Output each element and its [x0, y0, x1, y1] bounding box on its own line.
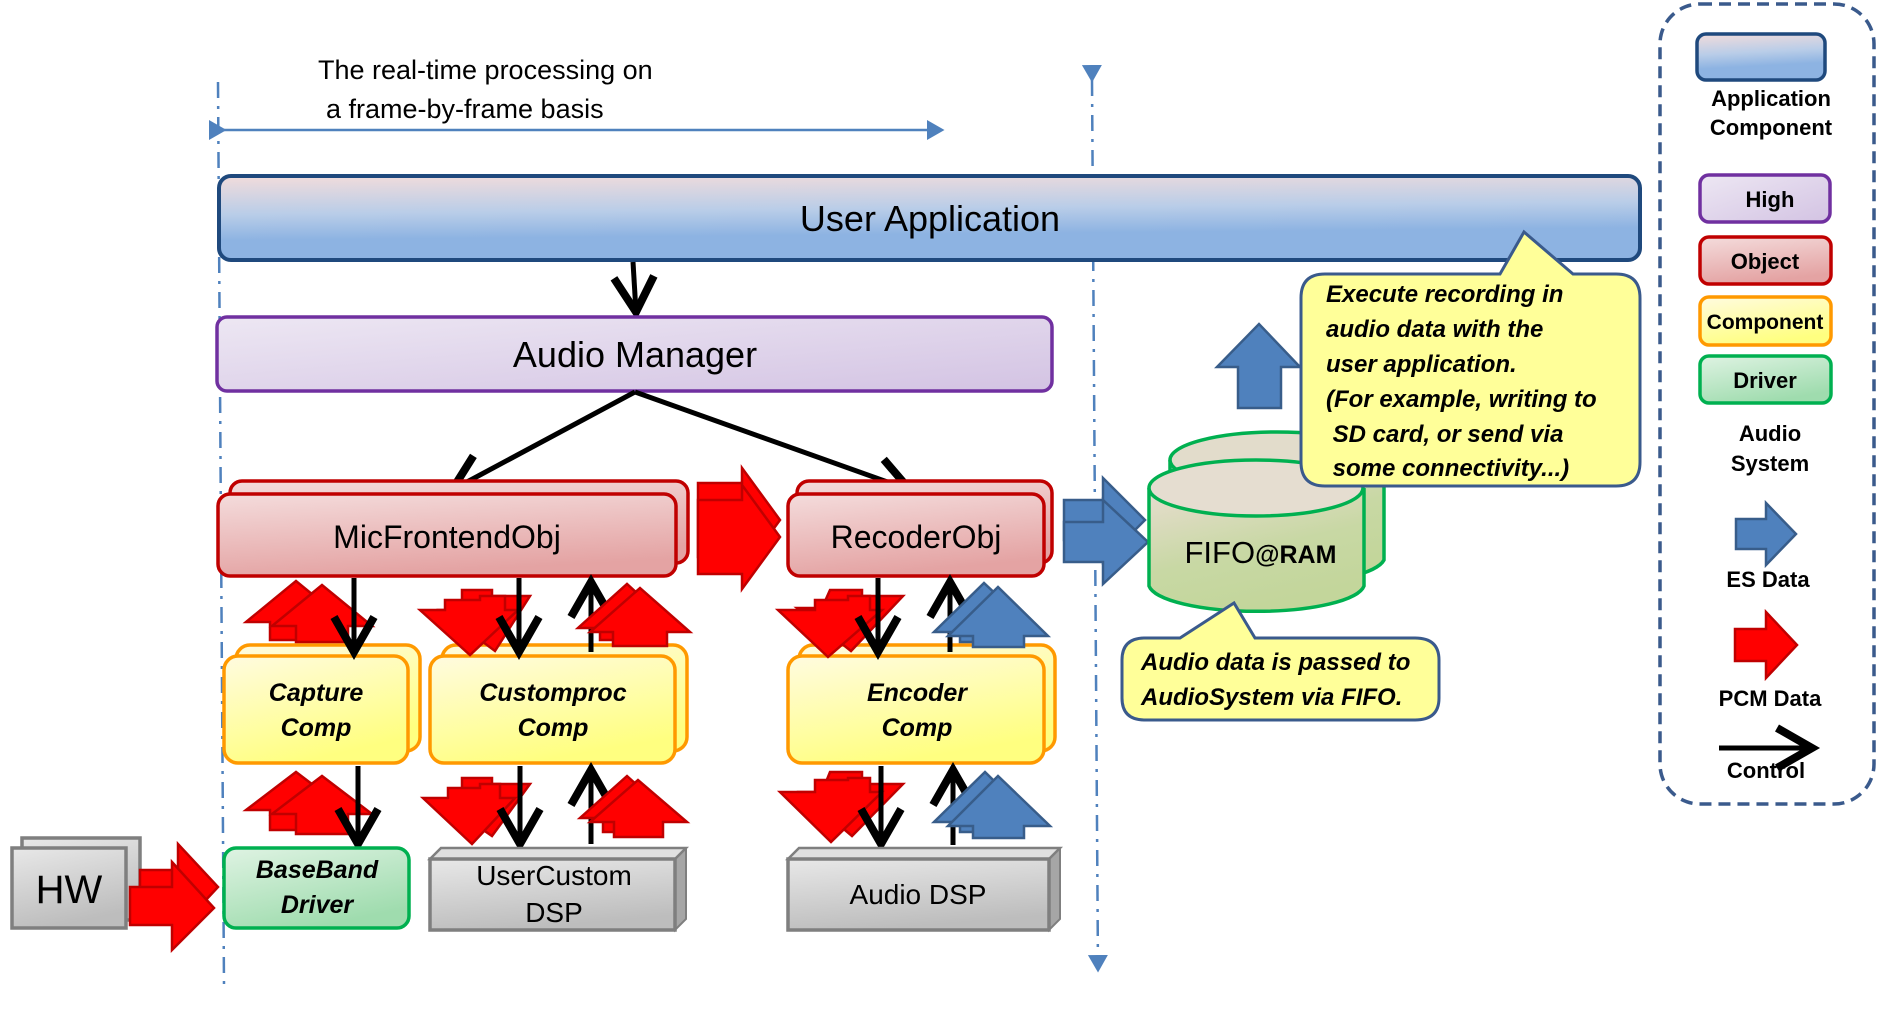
- pcm-data-arrow-customproc-to-dsp: [419, 776, 533, 846]
- audio-dsp-label: Audio DSP: [850, 879, 987, 910]
- pcm-data-arrow-mic-to-recoder: [696, 464, 782, 593]
- pcm-data-arrow-icon: [1733, 608, 1799, 682]
- callout-fifo-line1: Audio data is passed to: [1140, 649, 1410, 676]
- legend-item-es-data: ES Data: [1726, 499, 1810, 592]
- user-application-block[interactable]: User Application: [217, 174, 1642, 262]
- encoder-comp-label-line1: Encoder: [867, 679, 968, 707]
- legend-item-high: High: [1698, 173, 1832, 224]
- callout-recording-line1: Execute recording in: [1326, 281, 1563, 308]
- svg-text:ES Data: ES Data: [1726, 567, 1810, 592]
- es-data-arrow-dsp-to-encoder: [930, 770, 1054, 840]
- callout-recording: Execute recording in audio data with the…: [1299, 229, 1642, 488]
- svg-text:High: High: [1746, 187, 1795, 212]
- legend-item-object: Object: [1698, 235, 1833, 286]
- legend-item-control: Control: [1719, 724, 1821, 783]
- svg-text:Component: Component: [1707, 311, 1824, 334]
- hw-label: HW: [36, 868, 103, 912]
- callout-fifo: Audio data is passed to AudioSystem via …: [1120, 600, 1441, 722]
- svg-text:Component: Component: [1710, 115, 1833, 140]
- legend-item-component: Component: [1698, 295, 1833, 347]
- es-data-arrow-encoder-to-recoder: [930, 581, 1052, 649]
- control-arrow-manager-to-micfrontend: [444, 389, 637, 496]
- baseband-driver-label-line1: BaseBand: [256, 856, 379, 884]
- user-application-label: User Application: [800, 198, 1060, 239]
- fifo-label: FIFO@RAM: [1153, 535, 1358, 570]
- customproc-comp-block[interactable]: Customproc Comp: [428, 643, 689, 765]
- usercustom-dsp-block[interactable]: UserCustom DSP: [426, 846, 690, 933]
- audio-manager-label: Audio Manager: [513, 334, 757, 375]
- svg-text:Control: Control: [1727, 758, 1805, 783]
- mic-frontend-obj-label: MicFrontendObj: [333, 519, 561, 555]
- svg-text:PCM Data: PCM Data: [1719, 686, 1822, 711]
- legend-item-application-component: Application Component: [1695, 32, 1833, 140]
- usercustom-dsp-label-line2: DSP: [525, 897, 583, 928]
- legend-audio-system-line2: System: [1731, 451, 1809, 476]
- callout-fifo-line2: AudioSystem via FIFO.: [1140, 684, 1402, 711]
- mic-frontend-obj-block[interactable]: MicFrontendObj: [216, 479, 690, 578]
- capture-comp-label-line2: Comp: [281, 714, 352, 742]
- legend: Application Component High Object Compon…: [1658, 2, 1876, 806]
- frame-guides: The real-time processing on a frame-by-f…: [209, 55, 1108, 986]
- callout-recording-line6: some connectivity...): [1326, 455, 1569, 482]
- callout-recording-line4: (For example, writing to: [1326, 386, 1597, 413]
- pcm-data-arrow-hw-to-baseband: [128, 840, 220, 954]
- encoder-comp-label-line2: Comp: [882, 714, 953, 742]
- capture-comp-label-line1: Capture: [269, 679, 364, 707]
- legend-item-pcm-data: PCM Data: [1719, 608, 1822, 711]
- hw-block[interactable]: HW: [10, 836, 142, 930]
- audio-dsp-block[interactable]: Audio DSP: [784, 846, 1064, 933]
- es-data-arrow-fifo-to-app: [1214, 322, 1303, 410]
- recoder-obj-block[interactable]: RecoderObj: [786, 479, 1054, 578]
- encoder-comp-block[interactable]: Encoder Comp: [786, 643, 1057, 765]
- callout-recording-line3: user application.: [1326, 351, 1517, 378]
- pcm-data-arrow-driver-to-capture: [242, 770, 376, 836]
- annotation-line2: a frame-by-frame basis: [326, 94, 604, 124]
- audio-manager-block[interactable]: Audio Manager: [215, 315, 1054, 393]
- callout-recording-line2: audio data with the: [1326, 316, 1543, 343]
- es-data-arrow-icon: [1734, 499, 1798, 569]
- es-data-arrow-recoder-to-fifo: [1062, 474, 1150, 587]
- pcm-data-arrow-encoder-to-dsp: [776, 770, 906, 844]
- recoder-obj-label: RecoderObj: [831, 519, 1002, 555]
- control-arrow-manager-to-recoder: [634, 389, 918, 502]
- baseband-driver-block[interactable]: BaseBand Driver: [222, 846, 411, 930]
- legend-frame: [1658, 2, 1876, 806]
- control-arrow-app-to-manager: [610, 261, 658, 321]
- pcm-data-arrow-dsp-to-customproc: [576, 774, 691, 839]
- customproc-comp-label-line1: Customproc: [479, 679, 626, 707]
- pcm-data-arrow-customproc-to-mic: [574, 582, 694, 648]
- legend-item-driver: Driver: [1698, 354, 1833, 405]
- svg-text:Application: Application: [1711, 86, 1831, 111]
- baseband-driver-label-line2: Driver: [281, 891, 355, 919]
- svg-text:Object: Object: [1731, 249, 1800, 274]
- svg-text:Driver: Driver: [1733, 368, 1797, 393]
- callout-recording-line5: SD card, or send via: [1326, 421, 1563, 448]
- legend-audio-system-line1: Audio: [1739, 421, 1801, 446]
- customproc-comp-label-line2: Comp: [518, 714, 589, 742]
- usercustom-dsp-label-line1: UserCustom: [476, 860, 632, 891]
- annotation-line1: The real-time processing on: [318, 55, 653, 85]
- capture-comp-block[interactable]: Capture Comp: [222, 643, 422, 765]
